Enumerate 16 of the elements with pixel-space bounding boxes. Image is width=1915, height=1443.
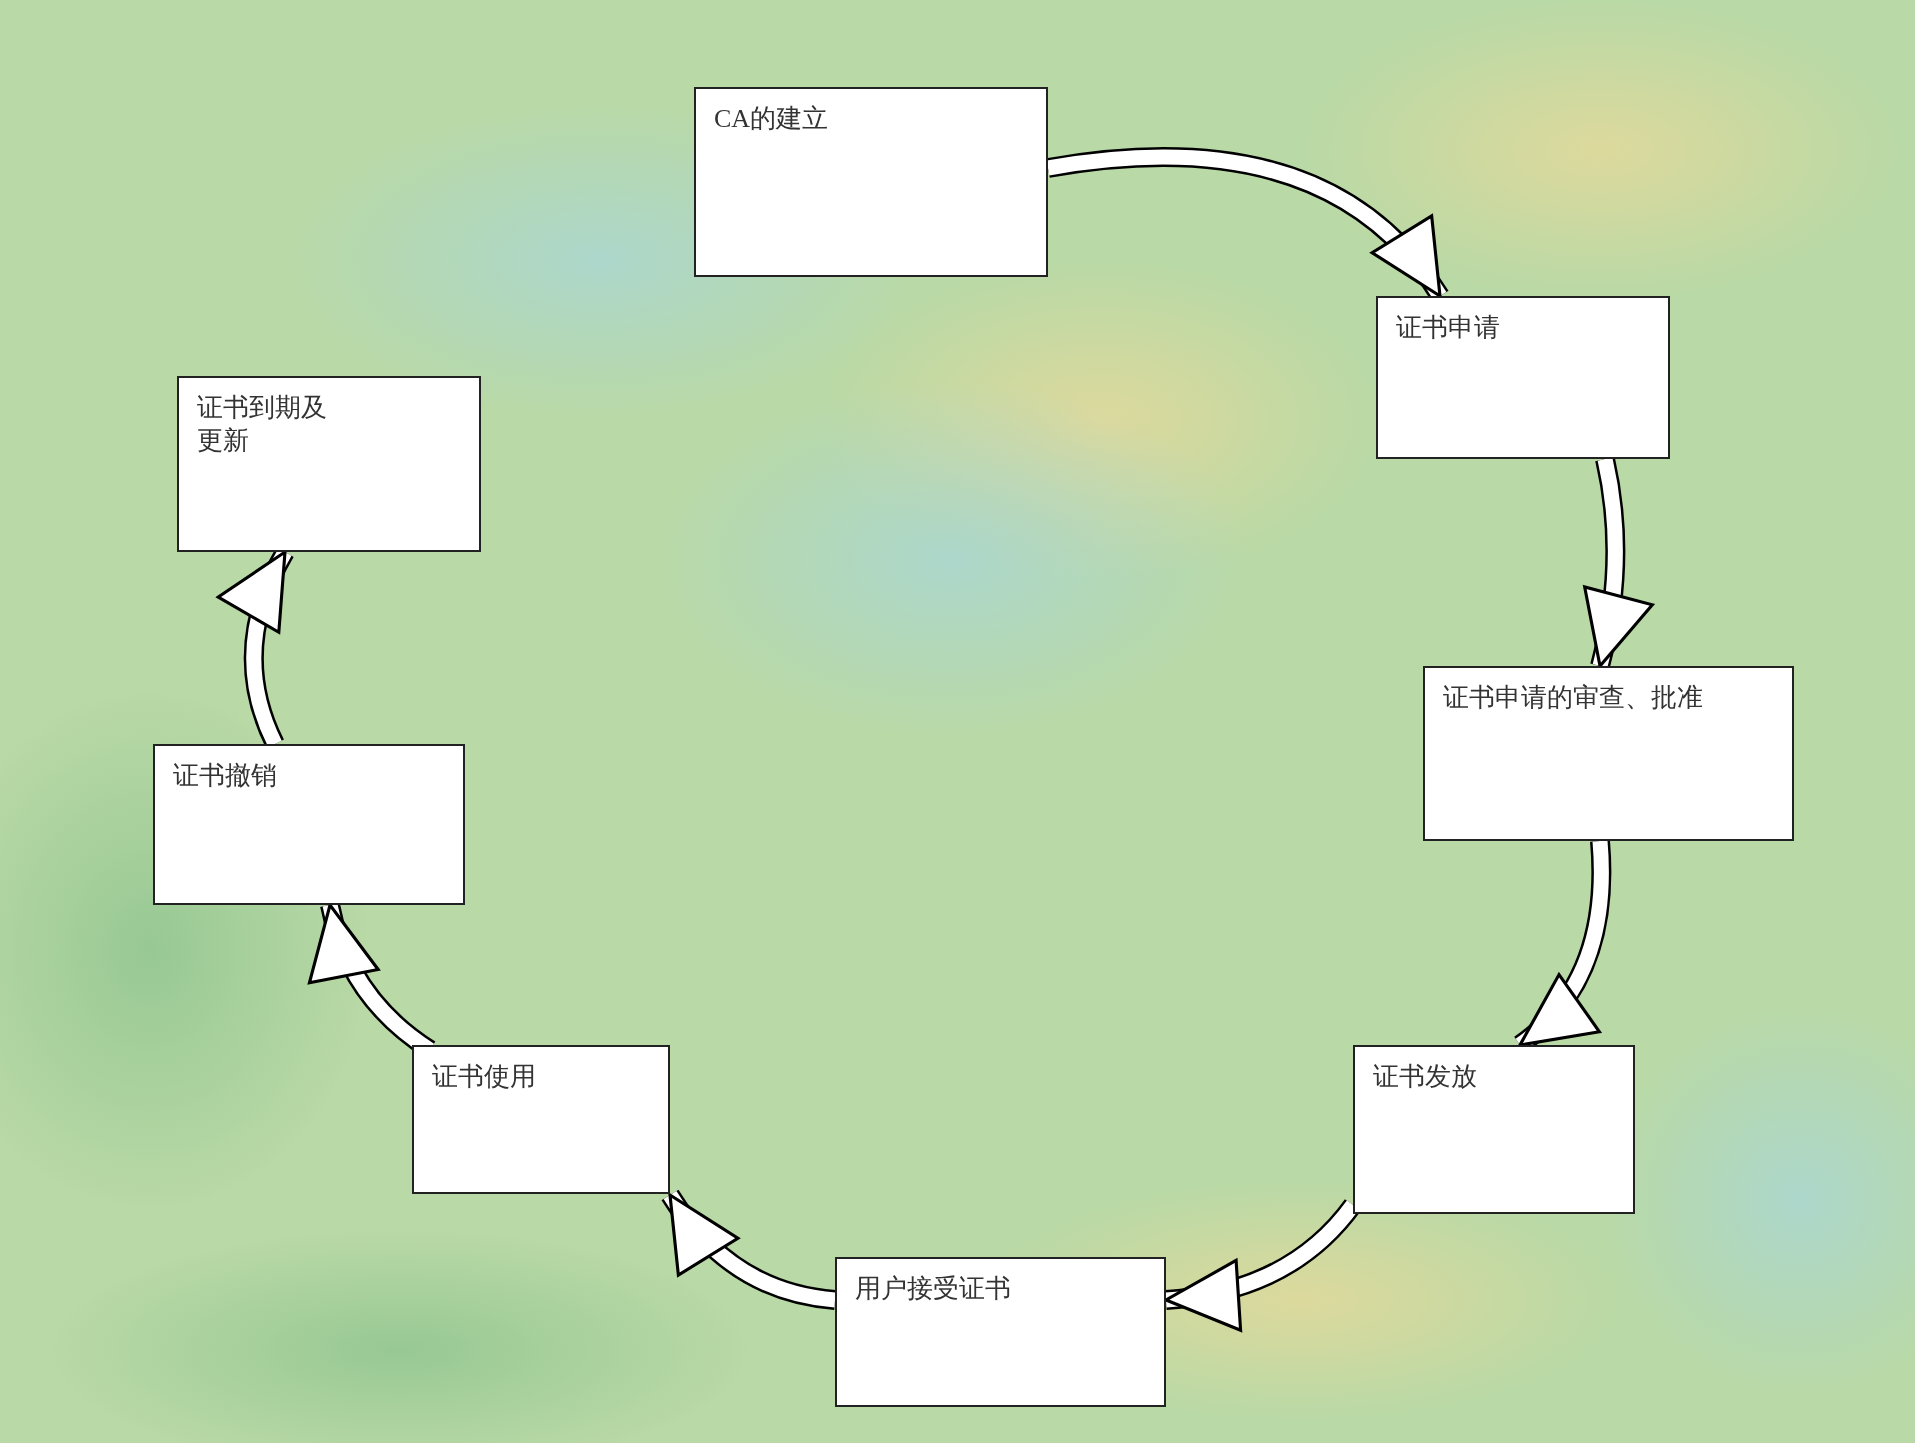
- process-box: [1353, 1045, 1635, 1214]
- box-label: 证书申请的审查、批准: [1443, 682, 1703, 714]
- box-label: 证书申请: [1396, 312, 1500, 344]
- process-box: [1376, 296, 1670, 459]
- box-label: CA的建立: [714, 103, 829, 135]
- process-box: [835, 1257, 1166, 1407]
- process-box: [177, 376, 481, 552]
- box-label: 证书撤销: [173, 760, 277, 792]
- box-label: 证书使用: [432, 1061, 536, 1093]
- box-label: 用户接受证书: [855, 1273, 1011, 1305]
- box-label: 证书发放: [1373, 1061, 1477, 1093]
- box-label: 证书到期及更新: [197, 392, 328, 457]
- process-box: [412, 1045, 670, 1194]
- process-box: [153, 744, 465, 905]
- process-box: [694, 87, 1048, 277]
- process-box: [1423, 666, 1794, 841]
